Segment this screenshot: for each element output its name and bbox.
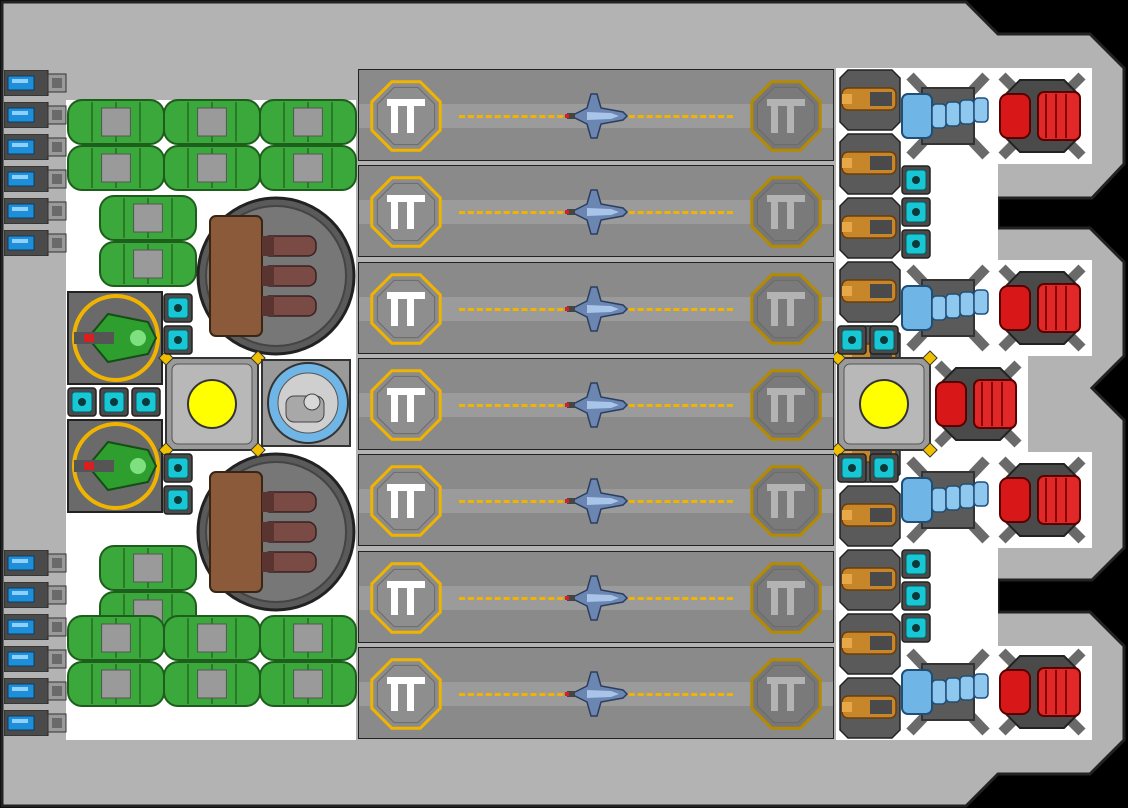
landing-pad-icon[interactable] [747, 173, 825, 251]
small-thruster-icon[interactable] [839, 197, 901, 259]
right-module-area [834, 69, 1086, 739]
power-cell-icon[interactable] [4, 198, 70, 224]
shield-generator-icon[interactable] [834, 350, 938, 458]
power-cell-icon[interactable] [4, 582, 70, 608]
landing-pad-icon[interactable] [747, 270, 825, 348]
storage-tank-icon[interactable] [163, 145, 261, 191]
green-laser-turret-icon[interactable] [67, 419, 163, 513]
launch-pad-icon[interactable] [367, 559, 445, 637]
hangar-bay-3[interactable] [358, 261, 834, 354]
ion-engine-icon[interactable] [901, 264, 990, 352]
hangar-bay-7[interactable] [358, 646, 834, 739]
small-thruster-icon[interactable] [839, 261, 901, 323]
landing-pad-icon[interactable] [747, 77, 825, 155]
landing-pad-icon[interactable] [747, 462, 825, 540]
storage-tank-icon[interactable] [67, 145, 165, 191]
launch-pad-icon[interactable] [367, 366, 445, 444]
cargo-crate-icon[interactable] [837, 325, 867, 355]
power-cell-icon[interactable] [4, 614, 70, 640]
ion-engine-icon[interactable] [901, 648, 990, 736]
power-cell-icon[interactable] [4, 70, 70, 96]
storage-tank-icon[interactable] [259, 661, 357, 707]
cargo-crate-icon[interactable] [163, 325, 193, 355]
cargo-crate-icon[interactable] [901, 197, 931, 227]
launch-pad-icon[interactable] [367, 77, 445, 155]
small-thruster-icon[interactable] [839, 69, 901, 131]
plasma-engine-icon[interactable] [998, 72, 1086, 160]
cargo-crate-icon[interactable] [99, 387, 129, 417]
storage-tank-icon[interactable] [99, 545, 197, 591]
storage-tank-icon[interactable] [163, 99, 261, 145]
green-laser-turret-icon[interactable] [67, 291, 163, 385]
plasma-engine-icon[interactable] [998, 264, 1086, 352]
power-cell-icon[interactable] [4, 678, 70, 704]
storage-tank-icon[interactable] [67, 615, 165, 661]
plasma-engine-icon[interactable] [998, 456, 1086, 544]
triple-cannon-turret-icon[interactable] [196, 452, 356, 612]
fighter-icon[interactable] [565, 283, 629, 335]
ion-engine-icon[interactable] [901, 456, 990, 544]
landing-pad-icon[interactable] [747, 559, 825, 637]
storage-tank-icon[interactable] [259, 99, 357, 145]
hangar-bay-2[interactable] [358, 165, 834, 258]
small-thruster-icon[interactable] [839, 549, 901, 611]
power-cell-icon[interactable] [4, 646, 70, 672]
storage-tank-icon[interactable] [67, 661, 165, 707]
storage-tank-icon[interactable] [259, 615, 357, 661]
power-cell-icon[interactable] [4, 550, 70, 576]
left-module-area [67, 99, 357, 707]
small-thruster-icon[interactable] [839, 485, 901, 547]
storage-tank-icon[interactable] [259, 145, 357, 191]
storage-tank-icon[interactable] [99, 195, 197, 241]
power-cell-icon[interactable] [4, 134, 70, 160]
radar-dome-icon[interactable] [261, 359, 351, 447]
power-cell-icon[interactable] [4, 166, 70, 192]
hangar-bay-6[interactable] [358, 550, 834, 643]
plasma-engine-icon[interactable] [998, 648, 1086, 736]
launch-pad-icon[interactable] [367, 655, 445, 733]
power-cell-icon[interactable] [4, 710, 70, 736]
power-cell-icon[interactable] [4, 102, 70, 128]
small-thruster-icon[interactable] [839, 677, 901, 739]
power-cell-icon[interactable] [4, 230, 70, 256]
cargo-crate-icon[interactable] [131, 387, 161, 417]
launch-pad-icon[interactable] [367, 173, 445, 251]
cargo-crate-icon[interactable] [901, 581, 931, 611]
storage-tank-icon[interactable] [67, 99, 165, 145]
cargo-crate-icon[interactable] [163, 485, 193, 515]
fighter-icon[interactable] [565, 668, 629, 720]
storage-tank-icon[interactable] [163, 661, 261, 707]
fighter-icon[interactable] [565, 475, 629, 527]
launch-pad-icon[interactable] [367, 270, 445, 348]
ion-engine-icon[interactable] [901, 72, 990, 160]
cargo-crate-icon[interactable] [67, 387, 97, 417]
cargo-crate-icon[interactable] [163, 453, 193, 483]
launch-pad-icon[interactable] [367, 462, 445, 540]
storage-tank-icon[interactable] [163, 615, 261, 661]
landing-pad-icon[interactable] [747, 655, 825, 733]
fighter-icon[interactable] [565, 572, 629, 624]
hangar-bay-4[interactable] [358, 357, 834, 450]
fighter-icon[interactable] [565, 379, 629, 431]
hangar-bay-1[interactable] [358, 69, 834, 161]
cargo-crate-icon[interactable] [869, 453, 899, 483]
triple-cannon-turret-icon[interactable] [196, 196, 356, 356]
small-thruster-icon[interactable] [839, 613, 901, 675]
shield-generator-icon[interactable] [158, 350, 266, 458]
cargo-crate-icon[interactable] [901, 549, 931, 579]
plasma-engine-icon[interactable] [934, 360, 1022, 448]
cargo-crate-icon[interactable] [163, 293, 193, 323]
cargo-crate-icon[interactable] [901, 165, 931, 195]
cargo-crate-icon[interactable] [901, 229, 931, 259]
fighter-icon[interactable] [565, 90, 629, 142]
cargo-crate-icon[interactable] [901, 613, 931, 643]
storage-tank-icon[interactable] [99, 241, 197, 287]
fighter-icon[interactable] [565, 186, 629, 238]
cargo-crate-icon[interactable] [869, 325, 899, 355]
hangar-bay-5[interactable] [358, 454, 834, 547]
landing-pad-icon[interactable] [747, 366, 825, 444]
cargo-crate-icon[interactable] [837, 453, 867, 483]
small-thruster-icon[interactable] [839, 133, 901, 195]
